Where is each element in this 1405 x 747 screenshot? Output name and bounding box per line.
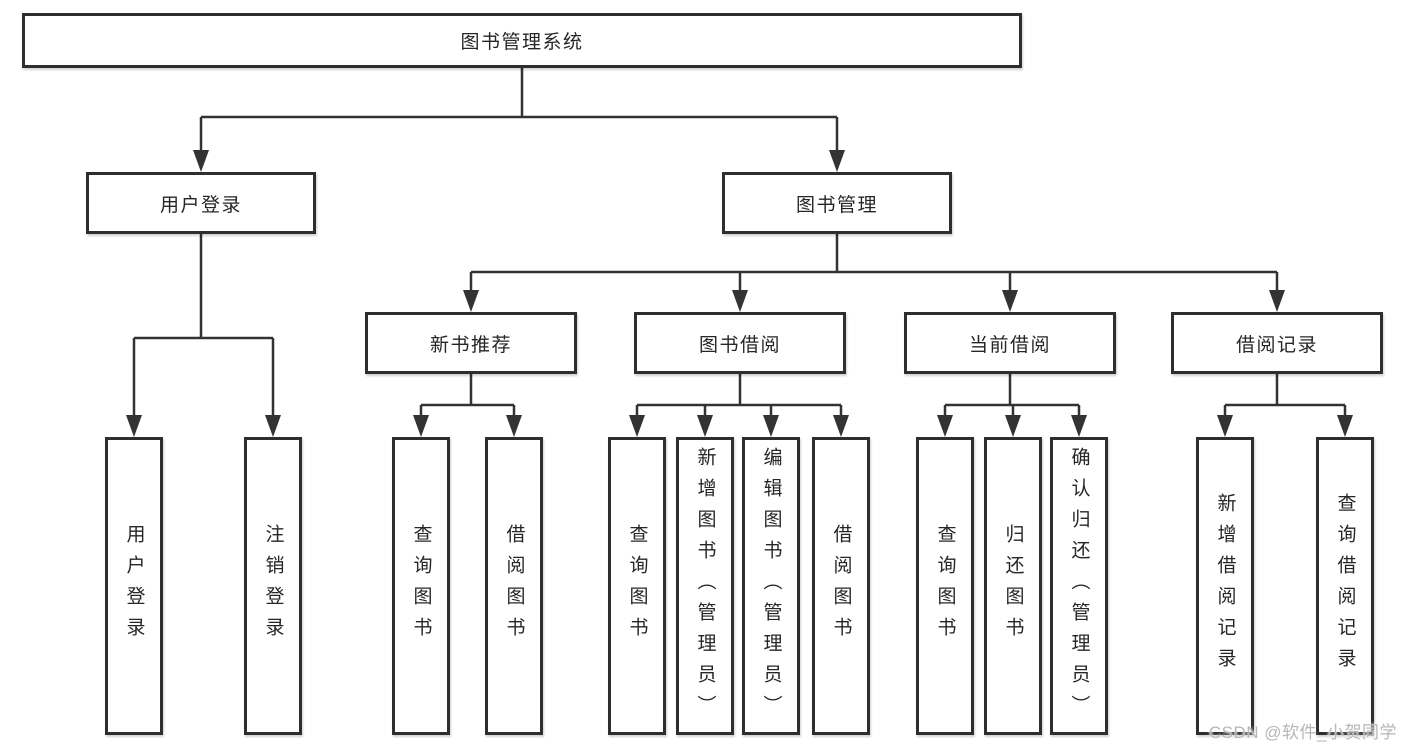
leaf-return-book: 归还图书 (984, 437, 1042, 735)
leaf-confirm-return-admin-label: 确认归还（管理员） (1068, 446, 1090, 726)
leaf-query-book-current-label: 查询图书 (934, 524, 956, 648)
node-book-manage-branch: 图书管理 (722, 172, 952, 234)
leaf-user-login-label: 用户登录 (123, 524, 145, 648)
leaf-borrow-book-newbook: 借阅图书 (485, 437, 543, 735)
leaf-add-book-admin-label: 新增图书（管理员） (694, 446, 716, 726)
leaf-query-book-newbook-label: 查询图书 (410, 524, 432, 648)
leaf-query-book-current: 查询图书 (916, 437, 974, 735)
leaf-edit-book-admin: 编辑图书（管理员） (742, 437, 800, 735)
node-current-borrow-section-label: 当前借阅 (968, 334, 1051, 356)
leaf-query-book-borrow-label: 查询图书 (626, 524, 648, 648)
node-book-manage-branch-label: 图书管理 (795, 194, 878, 216)
node-new-book-section-label: 新书推荐 (429, 334, 512, 356)
node-book-borrow-section: 图书借阅 (634, 312, 846, 374)
leaf-edit-book-admin-label: 编辑图书（管理员） (760, 446, 782, 726)
node-user-login-branch: 用户登录 (86, 172, 316, 234)
leaf-add-book-admin: 新增图书（管理员） (676, 437, 734, 735)
leaf-query-book-newbook: 查询图书 (392, 437, 450, 735)
leaf-add-borrow-record-label: 新增借阅记录 (1214, 493, 1236, 679)
leaf-query-borrow-record: 查询借阅记录 (1316, 437, 1374, 735)
node-current-borrow-section: 当前借阅 (904, 312, 1116, 374)
node-borrow-record-section: 借阅记录 (1171, 312, 1383, 374)
leaf-borrow-book-label: 借阅图书 (830, 524, 852, 648)
node-user-login-branch-label: 用户登录 (159, 194, 242, 216)
node-new-book-section: 新书推荐 (365, 312, 577, 374)
node-book-borrow-section-label: 图书借阅 (698, 334, 781, 356)
leaf-borrow-book: 借阅图书 (812, 437, 870, 735)
leaf-user-login: 用户登录 (105, 437, 163, 735)
leaf-add-borrow-record: 新增借阅记录 (1196, 437, 1254, 735)
leaf-return-book-label: 归还图书 (1002, 524, 1024, 648)
leaf-confirm-return-admin: 确认归还（管理员） (1050, 437, 1108, 735)
node-root-label: 图书管理系统 (460, 32, 584, 53)
leaf-query-borrow-record-label: 查询借阅记录 (1334, 493, 1356, 679)
node-borrow-record-section-label: 借阅记录 (1235, 334, 1318, 356)
leaf-query-book-borrow: 查询图书 (608, 437, 666, 735)
csdn-watermark: CSDN @软件_小贺同学 (1208, 723, 1397, 742)
leaf-logout: 注销登录 (244, 437, 302, 735)
node-root: 图书管理系统 (22, 13, 1022, 68)
leaf-borrow-book-newbook-label: 借阅图书 (503, 524, 525, 648)
leaf-logout-label: 注销登录 (262, 524, 284, 648)
